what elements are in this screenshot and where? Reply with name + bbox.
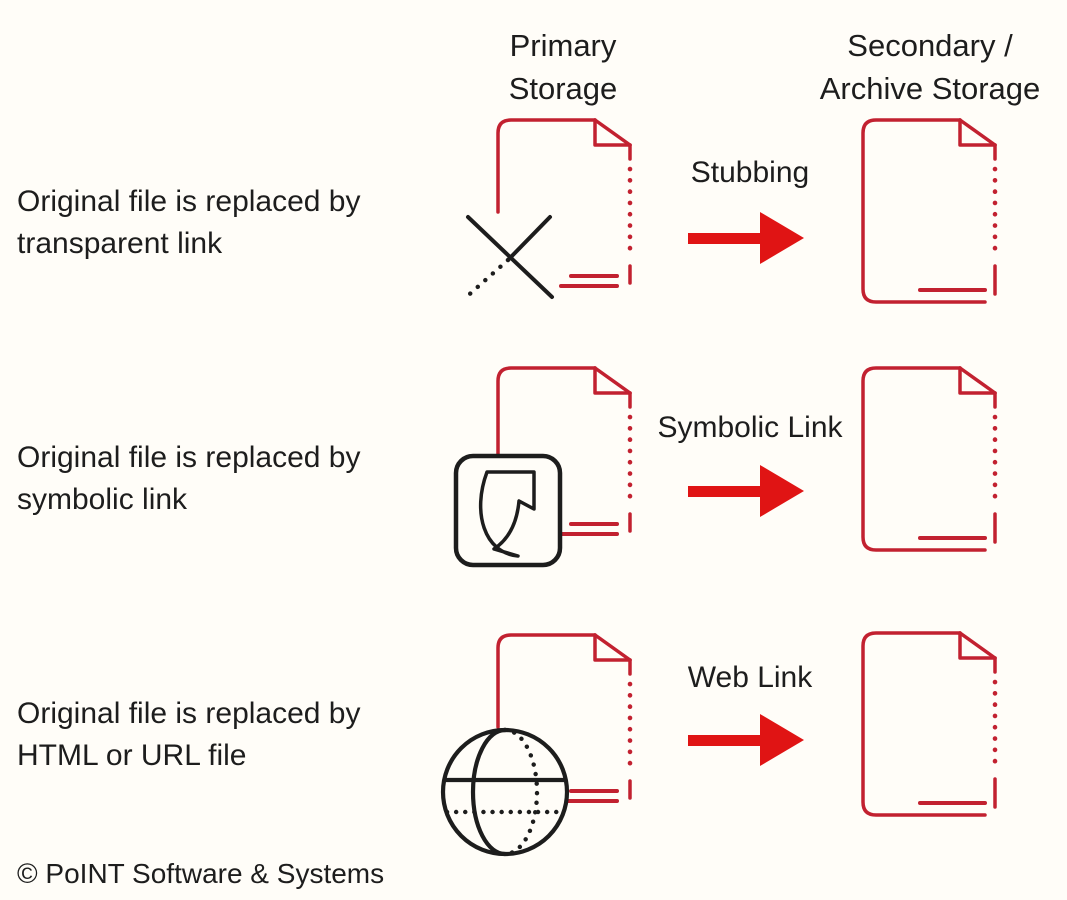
copyright-text: © PoINT Software & Systems <box>17 858 385 889</box>
secondary-storage-header: Secondary / Archive Storage <box>780 24 1067 110</box>
secondary-storage-line2: Archive Storage <box>819 71 1041 106</box>
row1-label-line2: transparent link <box>17 227 223 260</box>
primary-storage-header: Primary Storage <box>443 24 683 110</box>
primary-storage-line1: Primary <box>509 28 617 63</box>
row3-label-line2: HTML or URL file <box>17 739 247 772</box>
stubbing-arrow-icon <box>688 212 804 264</box>
arrow-label-web-link: Web Link <box>687 661 813 694</box>
source-file-stub-icon <box>460 117 665 303</box>
globe-icon <box>440 727 570 857</box>
row2-label-line2: symbolic link <box>17 483 188 516</box>
archived-file-icon-row2 <box>860 365 1005 560</box>
row-description-symbolic-link: Original file is replaced by symbolic li… <box>17 437 447 521</box>
source-file-symlink-icon <box>453 365 665 568</box>
arrow-label-symbolic-link: Symbolic Link <box>657 411 843 444</box>
archived-file-icon-row3 <box>860 630 1005 825</box>
delete-x-icon <box>460 215 554 303</box>
symbolic-link-arrow-icon <box>688 465 804 517</box>
row1-label-line1: Original file is replaced by <box>17 185 361 218</box>
row-description-stubbing: Original file is replaced by transparent… <box>17 181 447 265</box>
arrow-label-stubbing: Stubbing <box>690 156 810 189</box>
row-description-web-link: Original file is replaced by HTML or URL… <box>17 693 447 777</box>
web-link-arrow-icon <box>688 714 804 766</box>
source-file-weblink-icon <box>440 632 650 857</box>
secondary-storage-line1: Secondary / <box>847 28 1013 63</box>
archived-file-icon-row1 <box>860 117 1005 312</box>
primary-storage-line2: Storage <box>508 71 618 106</box>
row3-label-line1: Original file is replaced by <box>17 697 361 730</box>
shortcut-arrow-icon <box>453 453 563 568</box>
row2-label-line1: Original file is replaced by <box>17 441 361 474</box>
